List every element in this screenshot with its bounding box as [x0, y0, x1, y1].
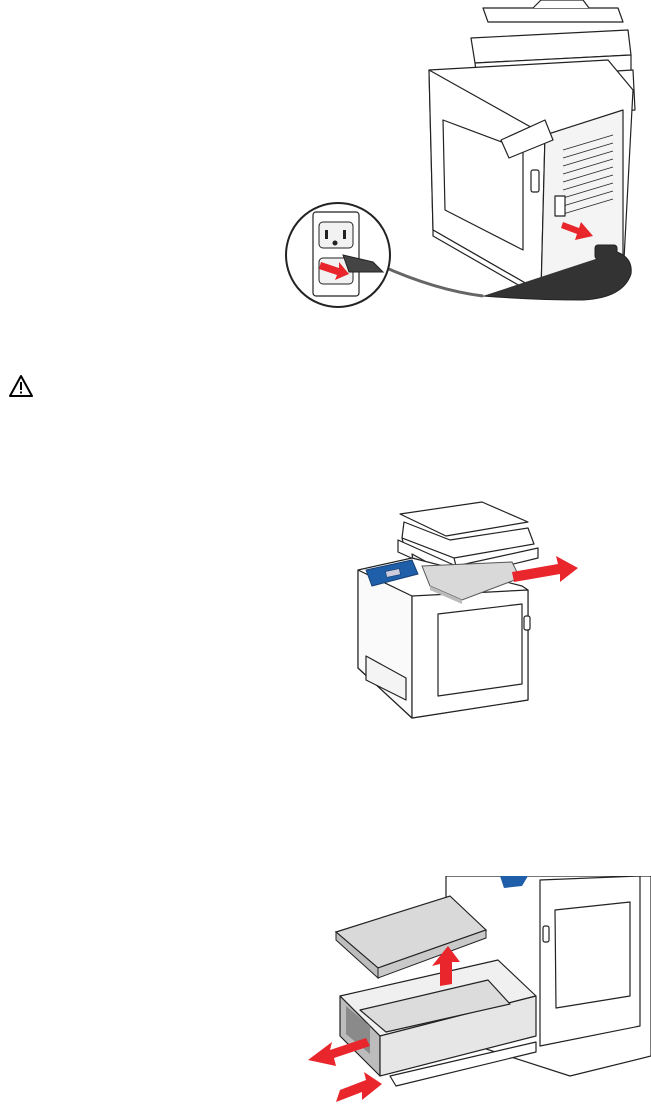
- printer-power-cord-illustration: [283, 0, 651, 330]
- printer-output-tray-illustration: [352, 500, 584, 722]
- paper-tray-illustration: [300, 876, 651, 1107]
- warning-triangle-icon: [8, 374, 34, 398]
